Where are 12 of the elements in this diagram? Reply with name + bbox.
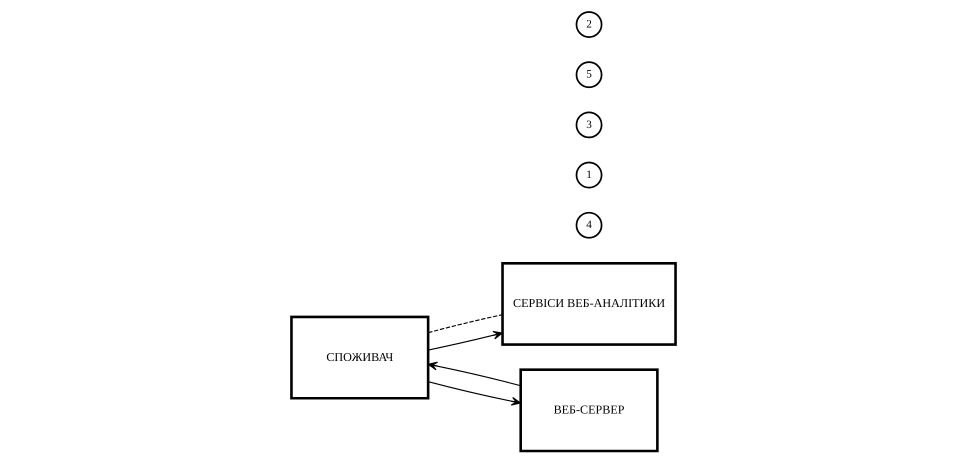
- node-box: ВЕБ-СЕРВЕР: [518, 368, 658, 452]
- node-circle: 5: [575, 61, 602, 88]
- node-circle: 1: [575, 162, 602, 188]
- node-circle: 4: [575, 212, 602, 239]
- connector: [428, 314, 502, 334]
- node-box: СПОЖИВАЧ: [290, 316, 429, 400]
- arrow: [428, 330, 502, 351]
- node-box: СЕРВІСИ ВЕБ-АНАЛІТИКИ: [500, 262, 676, 346]
- node-circle: 2: [575, 11, 602, 38]
- arrow: [428, 381, 520, 406]
- node-circle: 3: [575, 111, 602, 138]
- arrow: [427, 362, 520, 386]
